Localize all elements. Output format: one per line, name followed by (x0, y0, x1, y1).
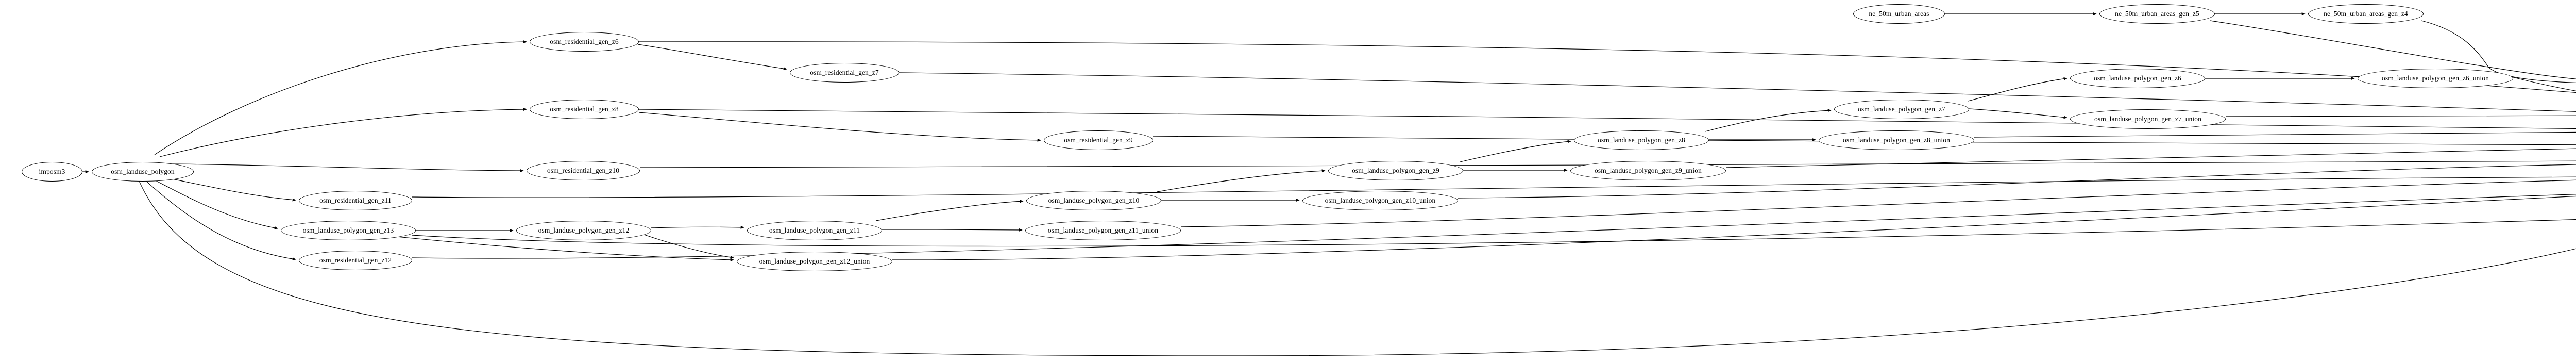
graph-node-ne_50m_urban_areas[interactable]: ne_50m_urban_areas (1853, 4, 1945, 24)
graph-node-label: osm_landuse_polygon_gen_z8_union (1843, 136, 1950, 144)
graph-node-label: osm_landuse_polygon_gen_z9 (1352, 167, 1439, 175)
graph-node-label: osm_residential_gen_z6 (550, 38, 619, 46)
graph-node-label: osm_landuse_polygon_gen_z11_union (1047, 226, 1159, 235)
graph-node-label: osm_residential_gen_z10 (547, 167, 620, 175)
graph-node-osm_landuse_polygon_gen_z11[interactable]: osm_landuse_polygon_gen_z11 (747, 221, 882, 240)
graph-node-label: imposm3 (39, 168, 65, 176)
graph-node-label: osm_landuse_polygon_gen_z6 (2094, 74, 2181, 83)
graph-node-label: osm_residential_gen_z7 (810, 69, 879, 77)
graph-node-osm_landuse_polygon_gen_z7_union[interactable]: osm_landuse_polygon_gen_z7_union (2070, 109, 2226, 129)
graph-node-osm_residential_gen_z11[interactable]: osm_residential_gen_z11 (299, 191, 412, 210)
graph-node-label: osm_landuse_polygon_gen_z6_union (2382, 74, 2489, 83)
graph-node-label: osm_residential_gen_z11 (319, 196, 392, 205)
graph-node-imposm3[interactable]: imposm3 (22, 162, 82, 182)
graph-node-label: osm_landuse_polygon_gen_z7 (1858, 105, 1945, 113)
graph-node-osm_landuse_polygon_gen_z8[interactable]: osm_landuse_polygon_gen_z8 (1574, 130, 1709, 150)
graph-node-label: ne_50m_urban_areas_gen_z4 (2324, 10, 2408, 18)
graph-node-label: osm_residential_gen_z9 (1064, 136, 1133, 144)
graph-node-osm_residential_gen_z10[interactable]: osm_residential_gen_z10 (527, 161, 640, 180)
graph-node-label: ne_50m_urban_areas_gen_z5 (2115, 10, 2199, 18)
graph-node-ne_50m_urban_areas_gen_z5[interactable]: ne_50m_urban_areas_gen_z5 (2099, 4, 2215, 24)
graph-node-osm_landuse_polygon_gen_z10_union[interactable]: osm_landuse_polygon_gen_z10_union (1302, 191, 1458, 210)
graph-node-osm_residential_gen_z6[interactable]: osm_residential_gen_z6 (530, 32, 639, 52)
graph-node-label: osm_landuse_polygon_gen_z10_union (1325, 196, 1436, 205)
graph-node-ne_50m_urban_areas_gen_z4[interactable]: ne_50m_urban_areas_gen_z4 (2308, 4, 2424, 24)
graph-node-label: osm_landuse_polygon_gen_z13 (302, 226, 394, 235)
graph-node-osm_landuse_polygon_gen_z8_union[interactable]: osm_landuse_polygon_gen_z8_union (1819, 130, 1974, 150)
graph-node-osm_landuse_polygon_gen_z13[interactable]: osm_landuse_polygon_gen_z13 (281, 221, 416, 240)
graph-node-osm_landuse_polygon_gen_z9[interactable]: osm_landuse_polygon_gen_z9 (1328, 161, 1463, 180)
graph-node-osm_residential_gen_z7[interactable]: osm_residential_gen_z7 (790, 63, 899, 83)
graph-node-label: osm_residential_gen_z8 (550, 105, 619, 113)
graph-node-osm_landuse_polygon_gen_z12_union[interactable]: osm_landuse_polygon_gen_z12_union (737, 252, 892, 271)
graph-node-label: osm_landuse_polygon_gen_z12 (538, 226, 630, 235)
graph-node-label: osm_landuse_polygon_gen_z12_union (759, 257, 870, 266)
graph-node-osm_landuse_polygon_gen_z6_union[interactable]: osm_landuse_polygon_gen_z6_union (2358, 69, 2513, 88)
graph-node-label: osm_landuse_polygon_gen_z8 (1598, 136, 1685, 144)
graph-node-osm_residential_gen_z9[interactable]: osm_residential_gen_z9 (1044, 130, 1153, 150)
graph-node-label: osm_landuse_polygon_gen_z7_union (2094, 115, 2201, 123)
graph-node-label: osm_landuse_polygon (111, 168, 175, 176)
graph-node-osm_residential_gen_z12[interactable]: osm_residential_gen_z12 (299, 251, 412, 270)
graph-node-label: osm_residential_gen_z12 (319, 256, 392, 265)
graph-node-osm_landuse_polygon_gen_z6[interactable]: osm_landuse_polygon_gen_z6 (2070, 69, 2205, 88)
graph-node-osm_landuse_polygon_gen_z12[interactable]: osm_landuse_polygon_gen_z12 (516, 221, 651, 240)
graph-node-label: ne_50m_urban_areas (1869, 10, 1929, 18)
graph-node-label: osm_landuse_polygon_gen_z11 (769, 226, 860, 235)
graph-node-osm_landuse_polygon_gen_z10[interactable]: osm_landuse_polygon_gen_z10 (1026, 191, 1161, 210)
graph-node-osm_landuse_polygon_gen_z11_union[interactable]: osm_landuse_polygon_gen_z11_union (1025, 221, 1181, 240)
graph-node-label: osm_landuse_polygon_gen_z9_union (1595, 167, 1702, 175)
graph-node-osm_landuse_polygon_gen_z7[interactable]: osm_landuse_polygon_gen_z7 (1834, 100, 1969, 119)
graph-node-label: osm_landuse_polygon_gen_z10 (1048, 196, 1140, 205)
graph-node-osm_residential_gen_z8[interactable]: osm_residential_gen_z8 (530, 100, 639, 119)
graph-node-osm_landuse_polygon[interactable]: osm_landuse_polygon (92, 162, 194, 182)
graph-node-osm_landuse_polygon_gen_z9_union[interactable]: osm_landuse_polygon_gen_z9_union (1570, 161, 1726, 180)
